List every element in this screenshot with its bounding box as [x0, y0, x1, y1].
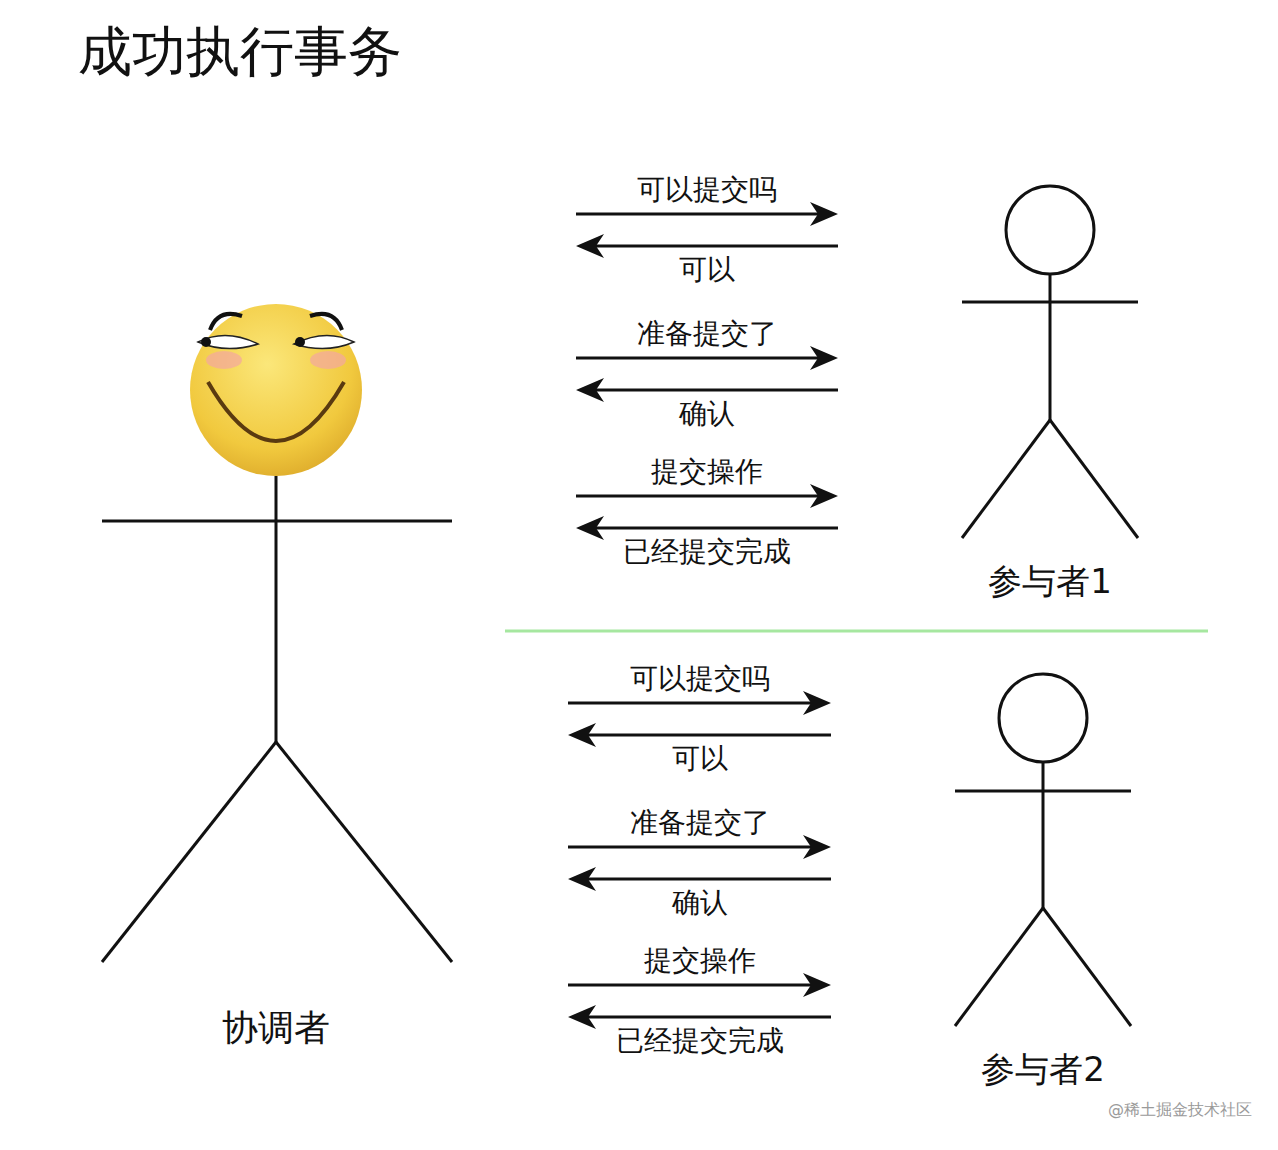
message-label: 准备提交了 [628, 806, 772, 840]
separator-line [505, 630, 1208, 633]
figure-leg [1050, 420, 1138, 538]
arrow-head [568, 867, 596, 891]
smiley-cheek [310, 351, 346, 369]
figure-leg [1043, 908, 1131, 1026]
arrow-head [568, 723, 596, 747]
message-label: 提交操作 [642, 944, 758, 978]
message-label: 提交操作 [649, 455, 765, 489]
smiley-brow [310, 314, 342, 330]
smiley-cheek [206, 351, 242, 369]
arrow-head [810, 484, 838, 508]
arrow-line [576, 495, 818, 498]
message-label: 确认 [670, 886, 730, 920]
message-arrow [596, 528, 838, 529]
diagram-title: 成功执行事务 [78, 20, 402, 85]
stick-figure: 协调者 [98, 296, 456, 1046]
arrow-line [588, 734, 831, 737]
arrow-head [810, 202, 838, 226]
smiley-pupil [295, 337, 305, 347]
arrow-line [588, 878, 831, 881]
arrow-head [576, 516, 604, 540]
message-arrow [596, 390, 838, 391]
arrow-line [588, 1016, 831, 1019]
message-label: 可以提交吗 [628, 662, 772, 696]
figure-drawing [958, 183, 1142, 608]
smiley-face [190, 304, 362, 476]
arrow-line [576, 213, 818, 216]
figure-body [1049, 274, 1052, 420]
figure-head [1006, 186, 1094, 274]
arrow-head [576, 378, 604, 402]
message-arrow [576, 496, 818, 497]
message-label: 可以提交吗 [635, 173, 779, 207]
smiley-brow [210, 314, 242, 330]
arrow-line [568, 846, 811, 849]
arrow-line [568, 702, 811, 705]
figure-arms [102, 520, 452, 523]
actor-label: 协调者 [222, 1006, 330, 1049]
arrow-line [568, 984, 811, 987]
actor-label: 参与者1 [988, 561, 1112, 602]
message-label: 已经提交完成 [621, 535, 793, 569]
message-label: 确认 [677, 397, 737, 431]
arrow-head [810, 346, 838, 370]
arrow-line [576, 357, 818, 360]
message-arrow [568, 985, 811, 986]
arrow-line [596, 389, 838, 392]
actor-label: 参与者2 [981, 1049, 1105, 1090]
arrow-head [803, 835, 831, 859]
watermark: @稀土掘金技术社区 [1108, 1100, 1252, 1119]
message-label: 准备提交了 [635, 317, 779, 351]
figure-head [999, 674, 1087, 762]
figure-drawing [98, 296, 456, 1046]
arrow-head [803, 691, 831, 715]
message-arrow [588, 735, 831, 736]
arrow-line [596, 245, 838, 248]
message-label: 可以 [670, 742, 730, 776]
smiley-pupil [201, 337, 211, 347]
message-arrow [568, 703, 811, 704]
figure-arms [962, 301, 1138, 304]
figure-leg [276, 742, 452, 962]
message-arrow [596, 246, 838, 247]
message-label: 已经提交完成 [614, 1024, 786, 1058]
arrow-line [596, 527, 838, 530]
figure-body [1042, 762, 1045, 908]
figure-body [275, 476, 278, 742]
figure-arms [955, 790, 1131, 793]
message-arrow [588, 879, 831, 880]
smiley-mouth [208, 382, 344, 441]
stick-figure: 参与者2 [951, 671, 1135, 1096]
figure-leg [962, 420, 1050, 538]
message-label: 可以 [677, 253, 737, 287]
stick-figure: 参与者1 [958, 183, 1142, 608]
smiley-eye [294, 335, 354, 348]
figure-leg [102, 742, 276, 962]
message-arrow [568, 847, 811, 848]
message-arrow [576, 214, 818, 215]
arrow-head [568, 1005, 596, 1029]
message-arrow [576, 358, 818, 359]
smiley-eye [198, 335, 258, 348]
message-arrow [588, 1017, 831, 1018]
arrow-head [576, 234, 604, 258]
arrow-head [803, 973, 831, 997]
figure-drawing [951, 671, 1135, 1096]
figure-leg [955, 908, 1043, 1026]
